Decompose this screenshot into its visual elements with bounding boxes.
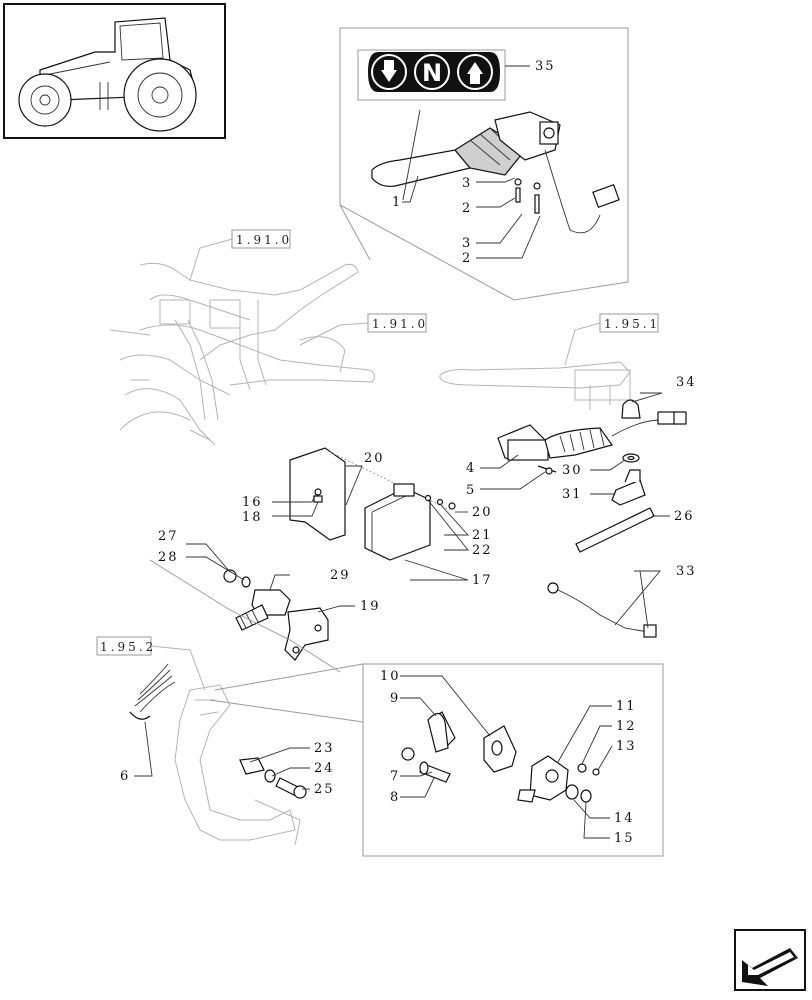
svg-text:1.91.0: 1.91.0 xyxy=(372,317,428,331)
callout-20-lower: 20 xyxy=(472,505,493,520)
detent-detail xyxy=(209,663,664,857)
callout-19: 19 xyxy=(360,599,381,614)
callout-9: 9 xyxy=(390,691,400,706)
strap[interactable] xyxy=(575,507,655,553)
ghost-clutch-pedal xyxy=(174,684,301,846)
callout-2-lower: 2 xyxy=(462,251,472,266)
callout-3-lower: 3 xyxy=(462,236,472,251)
neutral-symbol: N xyxy=(422,59,442,87)
callout-28: 28 xyxy=(158,550,179,565)
forward-direction-icon xyxy=(381,60,397,82)
detent-lever[interactable] xyxy=(427,711,456,753)
callout-21: 21 xyxy=(472,528,493,543)
callout-5: 5 xyxy=(466,483,476,498)
callout-29: 29 xyxy=(330,568,351,583)
callout-27: 27 xyxy=(158,529,179,544)
return-spring[interactable] xyxy=(129,663,176,720)
callout-6: 6 xyxy=(120,769,130,784)
callout-18: 18 xyxy=(242,510,263,525)
callout-labels: 1 2 2 3 3 35 34 4 5 30 31 26 20 20 16 18… xyxy=(120,59,697,846)
callout-20-upper: 20 xyxy=(364,451,385,466)
callout-7: 7 xyxy=(390,769,400,784)
callout-26: 26 xyxy=(674,509,695,524)
control-unit-bracket[interactable] xyxy=(289,447,451,541)
callout-14: 14 xyxy=(614,811,635,826)
callout-30: 30 xyxy=(562,463,583,478)
callout-23: 23 xyxy=(314,741,335,756)
sensor-cable[interactable] xyxy=(547,582,657,638)
detent-pin[interactable] xyxy=(401,747,451,783)
callout-12: 12 xyxy=(616,719,637,734)
next-page-button[interactable] xyxy=(734,929,806,991)
callout-35: 35 xyxy=(535,59,556,74)
callout-1: 1 xyxy=(392,195,402,210)
callout-3-upper: 3 xyxy=(462,176,472,191)
ref-box-3[interactable]: 1.95.1 xyxy=(599,313,660,333)
reverse-direction-icon xyxy=(467,62,483,84)
callout-16: 16 xyxy=(242,495,263,510)
ref-box-1[interactable]: 1.91.0 xyxy=(231,229,292,249)
callout-22: 22 xyxy=(472,543,493,558)
detent-body[interactable] xyxy=(517,755,569,803)
callout-13: 13 xyxy=(616,739,637,754)
svg-text:1.95.2: 1.95.2 xyxy=(100,640,156,654)
callout-31: 31 xyxy=(562,487,583,502)
callout-11: 11 xyxy=(616,699,637,714)
gear-lever-detail: N xyxy=(339,27,629,301)
callout-34: 34 xyxy=(676,375,697,390)
tractor-icon xyxy=(18,17,197,132)
callout-10: 10 xyxy=(380,669,401,684)
callout-17: 17 xyxy=(472,573,493,588)
control-unit[interactable] xyxy=(364,483,456,561)
callout-8: 8 xyxy=(390,790,400,805)
ref-box-4[interactable]: 1.95.2 xyxy=(96,636,156,656)
ref-box-2[interactable]: 1.91.0 xyxy=(367,313,428,333)
leader-lines xyxy=(134,65,670,839)
ghost-handbrake-lever xyxy=(439,361,631,410)
detent-plate[interactable] xyxy=(483,725,517,773)
svg-text:1.91.0: 1.91.0 xyxy=(236,233,292,247)
callout-15: 15 xyxy=(614,831,635,846)
next-page-arrow-icon xyxy=(742,948,798,986)
callout-33: 33 xyxy=(676,564,697,579)
handbrake-switch-assembly[interactable] xyxy=(497,399,687,506)
callout-2-upper: 2 xyxy=(462,201,472,216)
pedal-stop-bolt[interactable] xyxy=(239,757,307,799)
callout-24: 24 xyxy=(314,761,335,776)
callout-4: 4 xyxy=(466,461,476,476)
ghost-transmission-assembly xyxy=(109,262,376,446)
gear-selector-panel[interactable]: N xyxy=(357,49,506,101)
shuttle-lever[interactable] xyxy=(371,111,620,234)
svg-text:1.95.1: 1.95.1 xyxy=(604,317,660,331)
tractor-thumbnail[interactable] xyxy=(3,3,226,139)
callout-25: 25 xyxy=(314,782,335,797)
